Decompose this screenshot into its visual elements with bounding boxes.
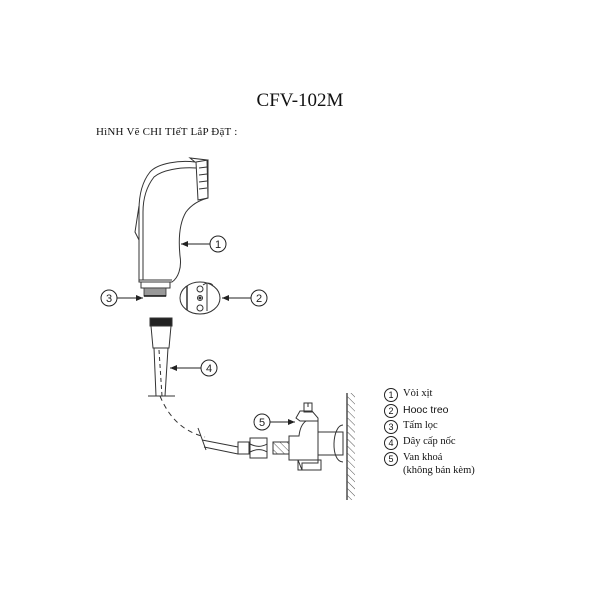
legend-item: 4 Dây cấp nốc [384,436,475,452]
svg-text:3: 3 [106,293,112,305]
svg-text:2: 2 [256,293,262,305]
wall [346,393,355,500]
callout-5: 5 [253,413,295,431]
callout-1: 1 [181,235,227,253]
diagram-title: CFV-102M [256,90,344,111]
legend-item: 5 Van khoá [384,452,475,468]
legend: 1 Vòi xịt 2 Hooc treo 3 Tấm lọc 4 Dây cấ… [384,388,475,476]
legend-note: (không bán kèm) [403,465,475,476]
filter-plate [143,287,167,297]
spray-head [134,157,209,289]
legend-number: 2 [384,404,398,418]
diagram-subtitle: HìNH Vẽ CHI TIếT LắP ĐặT : [96,126,238,138]
angle-valve [272,402,344,471]
wall-holder [179,281,221,315]
legend-number: 5 [384,452,398,466]
legend-item: 3 Tấm lọc [384,420,475,436]
legend-number: 1 [384,388,398,402]
hose [148,317,268,459]
legend-number: 4 [384,436,398,450]
legend-number: 3 [384,420,398,434]
legend-label: Hooc treo [403,404,449,416]
callout-2: 2 [222,289,268,307]
legend-item: 2 Hooc treo [384,404,475,420]
callout-3: 3 [100,289,143,307]
svg-text:5: 5 [259,417,265,429]
callout-4: 4 [170,359,218,377]
legend-label: Vòi xịt [403,388,433,399]
svg-text:4: 4 [206,363,212,375]
legend-item: 1 Vòi xịt [384,388,475,404]
legend-label: Dây cấp nốc [403,436,456,447]
svg-text:1: 1 [215,239,221,251]
legend-label: Tấm lọc [403,420,438,431]
legend-label: Van khoá [403,452,443,463]
